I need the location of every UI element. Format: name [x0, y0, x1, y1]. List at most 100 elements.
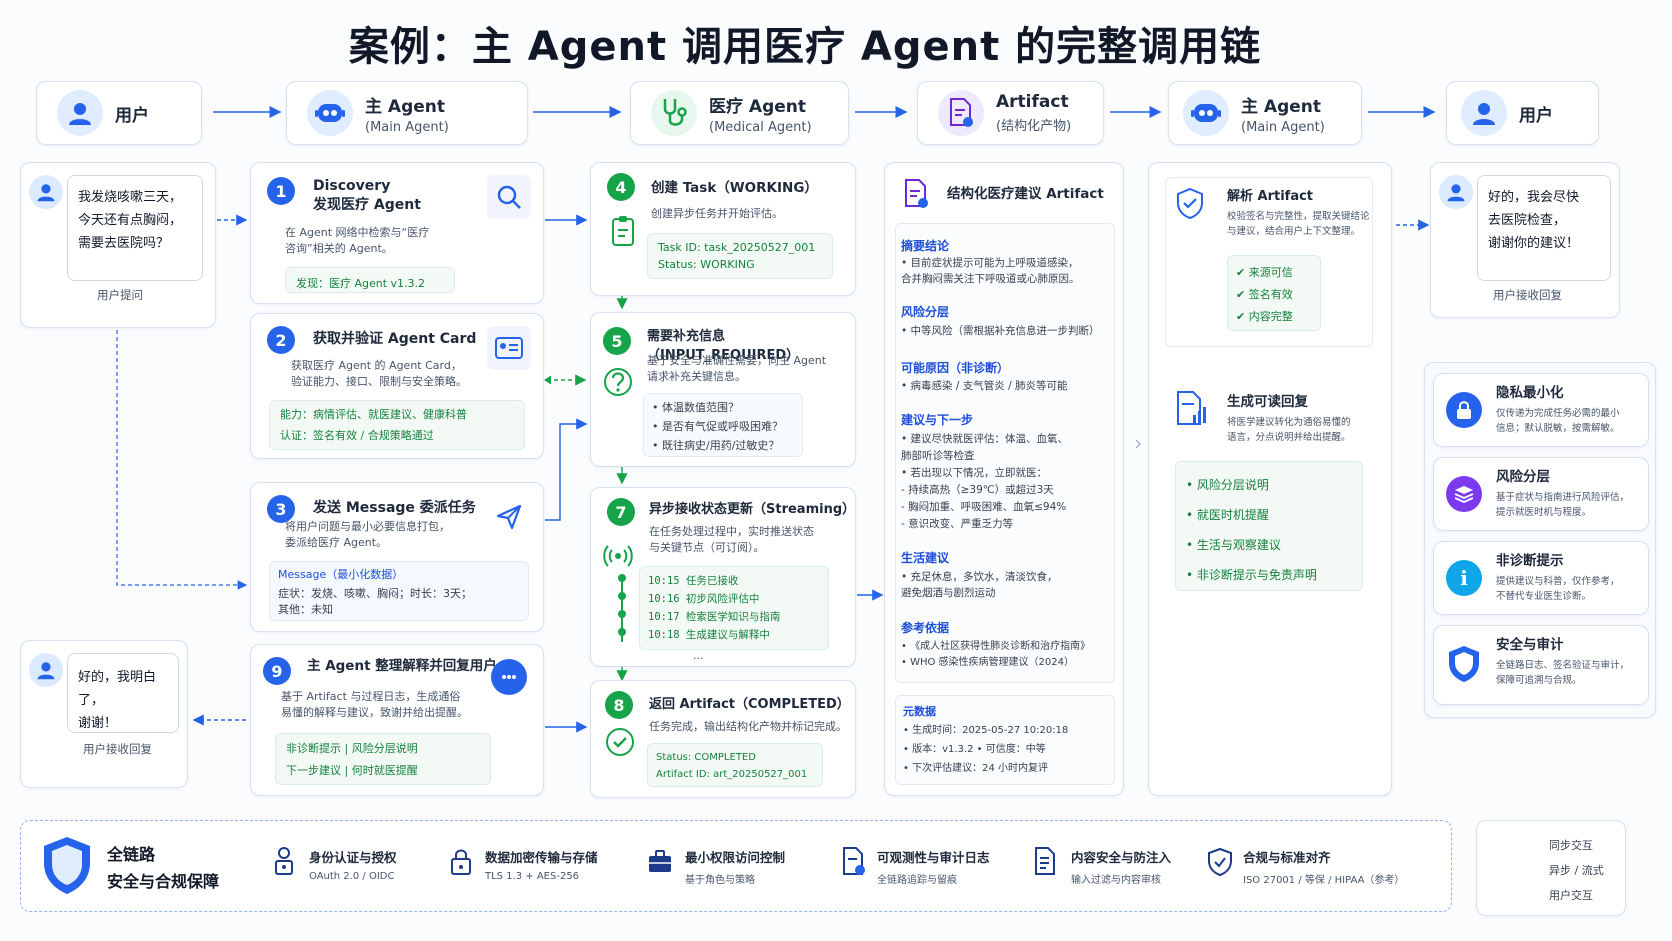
reply-item: • 就医时机提醒 — [1186, 508, 1269, 522]
robot-icon — [307, 90, 353, 136]
parse-desc: 校验签名与完整性，提取关键结论与建议，结合用户上下文整理。 — [1227, 209, 1370, 239]
desc-line: 仅传递为完成任务必需的最小 — [1496, 408, 1620, 419]
desc-line: 委派给医疗 Agent。 — [285, 536, 388, 549]
footer-item-desc: ISO 27001 / 等保 / HIPAA（参考） — [1243, 875, 1405, 886]
step-number: 3 — [267, 495, 295, 523]
person-lock-icon — [271, 845, 297, 881]
footer-title-line: 安全与合规保障 — [107, 872, 220, 891]
briefcase-icon — [647, 849, 673, 879]
footer-item-title: 合规与标准对齐 — [1243, 850, 1331, 865]
bubble-line: 谢谢你的建议！ — [1488, 236, 1580, 251]
footer-title-line: 全链路 — [107, 845, 156, 864]
timeline-item: 10:16 初步风险评估中 — [648, 593, 760, 605]
task-info: Task ID: task_20250527_001 Status: WORKI… — [647, 233, 833, 279]
step-desc: 基于 Artifact 与过程日志，生成通俗易懂的解释与建议，致谢并给出提醒。 — [281, 689, 468, 721]
header-title: 主 Agent — [365, 96, 446, 117]
step-number: 8 — [605, 691, 633, 719]
desc-line: 在 Agent 网络中检索与“医疗 — [285, 226, 430, 239]
content-check-icon — [1033, 847, 1059, 881]
desc-line: 提供建议与科普，仅作参考， — [1496, 576, 1620, 587]
footer-item-desc: 基于角色与策略 — [685, 875, 755, 886]
item: • WHO 感染性疾病管理建议（2024） — [901, 657, 1074, 668]
check-label: 签名有效 — [1248, 288, 1293, 301]
legend-user: 用户交互 — [1549, 889, 1593, 902]
lock-icon — [1446, 392, 1482, 428]
artifact-id: Artifact ID: art_20250527_001 — [656, 769, 808, 780]
principle-desc: 仅传递为完成任务必需的最小信息；默认脱敏，按需解敏。 — [1496, 406, 1620, 436]
desc-line: 语言，分点说明并给出提醒。 — [1227, 432, 1351, 443]
timeline-item: 10:17 检索医学知识与指南 — [648, 611, 781, 623]
header-medical-agent: 医疗 Agent(Medical Agent) — [630, 81, 849, 145]
timeline-ellipsis: ... — [693, 649, 704, 662]
message-label: Message（最小化数据） — [278, 568, 404, 581]
section-items: • 目前症状提示可能为上呼吸道感染， 合并胸闷需关注下呼吸道或心肺原因。 — [901, 255, 1080, 287]
principle-title: 安全与审计 — [1496, 637, 1564, 653]
artifact-panel: 结构化医疗建议 Artifact 摘要结论 • 目前症状提示可能为上呼吸道感染，… — [884, 162, 1124, 796]
principle-desc: 基于症状与指南进行风险评估，提示就医时机与程度。 — [1496, 490, 1629, 520]
timeline-item: 10:15 任务已接收 — [648, 575, 739, 587]
item: 避免烟酒与剧烈运动 — [901, 587, 996, 599]
desc-line: 验证能力、接口、限制与安全策略。 — [291, 375, 467, 388]
header-subtitle: (Main Agent) — [365, 119, 449, 135]
step-desc: 任务完成，输出结构化产物并标记完成。 — [649, 720, 847, 733]
check-circle-icon — [605, 727, 635, 761]
bubble-line: 好的，我明白了， — [78, 670, 157, 708]
caption: 用户接收回复 — [1493, 288, 1562, 302]
principle-desc: 全链路日志、签名验证与审计，保障可追溯与合规。 — [1496, 658, 1629, 688]
principle-privacy: 隐私最小化 仅传递为完成任务必需的最小信息；默认脱敏，按需解敏。 — [1433, 373, 1649, 447]
header-title: 主 Agent — [1241, 96, 1322, 117]
header-subtitle: (Medical Agent) — [709, 119, 812, 135]
header-artifact: Artifact(结构化产物) — [917, 81, 1104, 145]
user-icon — [1461, 90, 1507, 136]
step-8-artifact-completed: 8 返回 Artifact（COMPLETED） 任务完成，输出结构化产物并标记… — [590, 680, 856, 798]
footer-item-desc: TLS 1.3 + AES-256 — [485, 871, 580, 882]
reply-item: • 非诊断提示与免责声明 — [1186, 568, 1317, 582]
item: • 目前症状提示可能为上呼吸道感染， — [901, 257, 1079, 269]
check-label: 来源可信 — [1248, 266, 1293, 279]
timeline-item: 10:18 生成建议与解释中 — [648, 629, 770, 641]
stethoscope-icon — [651, 90, 697, 136]
shield-icon — [41, 835, 93, 901]
header-user-left: 用户 — [36, 81, 202, 145]
principles-panel: 隐私最小化 仅传递为完成任务必需的最小信息；默认脱敏，按需解敏。 风险分层 基于… — [1424, 362, 1656, 718]
reply-item: • 风险分层说明 — [1186, 478, 1269, 492]
compliance-shield-icon — [1207, 847, 1233, 881]
robot-icon — [1183, 90, 1229, 136]
footer-item: 合规与标准对齐 ISO 27001 / 等保 / HIPAA（参考） — [1243, 847, 1404, 886]
item: - 胸闷加重、呼吸困难、血氧≤94% — [901, 501, 1067, 513]
message-box: Message（最小化数据） 症状：发烧、咳嗽、胸闷；时长：3天；其他：未知 — [269, 561, 529, 621]
desc-line: 保障可追溯与合规。 — [1496, 675, 1582, 686]
desc-line: 基于 Artifact 与过程日志，生成通俗 — [281, 690, 461, 703]
bubble-line: 我发烧咳嗽三天， — [78, 190, 183, 205]
step-9-reply: 9 主 Agent 整理解释并回复用户 基于 Artifact 与过程日志，生成… — [250, 644, 544, 796]
user-ack-card: 好的，我明白了， 谢谢！ 用户接收回复 — [20, 640, 188, 788]
header-title: 用户 — [1519, 105, 1553, 126]
auth-text: 认证：签名有效 / 合规策略通过 — [280, 429, 434, 442]
desc-line: 咨询”相关的 Agent。 — [285, 242, 393, 255]
step-5-input-required: 5 需要补充信息（INPUT_REQUIRED） 基于安全与准确性需要，向主 A… — [590, 312, 856, 467]
header-subtitle: (结构化产物) — [996, 119, 1072, 134]
reply-tags: 非诊断提示 | 风险分层说明 下一步建议 | 何时就医提醒 — [275, 733, 491, 785]
section-title: 参考依据 — [901, 621, 950, 635]
section-title: 风险分层 — [901, 305, 950, 319]
item: • 建议尽快就医评估：体温、血氧、 — [901, 433, 1069, 445]
check-item: ✔ 签名有效 — [1236, 288, 1293, 301]
timeline-rail — [618, 574, 626, 642]
desc-line: 不替代专业医生诊断。 — [1496, 591, 1592, 602]
padlock-icon — [449, 847, 473, 881]
parse-title: 解析 Artifact — [1227, 189, 1314, 204]
step-7-streaming: 7 异步接收状态更新（Streaming） 在任务处理过程中，实时推送状态与关键… — [590, 487, 856, 667]
artifact-body — [895, 223, 1115, 683]
shield-check-icon — [1175, 187, 1205, 223]
question-item: • 是否有气促或呼吸困难？ — [652, 420, 783, 433]
step-title-line: 发现医疗 Agent — [313, 197, 421, 213]
question-item: • 既往病史/用药/过敏史？ — [652, 439, 780, 452]
bubble-line: 好的，我会尽快 — [1488, 190, 1580, 205]
step-desc: 获取医疗 Agent 的 Agent Card，验证能力、接口、限制与安全策略。 — [291, 358, 467, 390]
footer-item-title: 数据加密传输与存储 — [485, 850, 598, 865]
footer-item: 数据加密传输与存储 TLS 1.3 + AES-256 — [485, 847, 598, 882]
bubble-line: 谢谢！ — [78, 716, 118, 731]
